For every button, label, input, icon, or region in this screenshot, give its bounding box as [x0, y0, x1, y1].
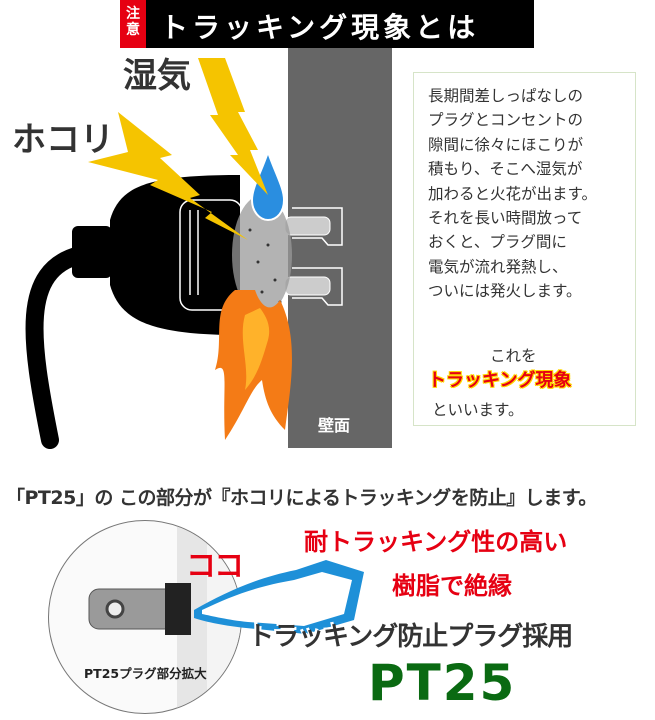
feature-line-1: 耐トラッキング性の高い: [304, 528, 568, 556]
feature-line-2: 樹脂で絶縁: [392, 572, 512, 600]
dust-cloud-icon: [232, 195, 292, 315]
plug-prongs-icon: [284, 207, 343, 306]
pointing-hand-icon: [194, 560, 364, 634]
explanation-box: [413, 72, 636, 426]
page-title: トラッキング現象とは: [160, 11, 480, 44]
pointer-label: ココ: [186, 549, 244, 584]
feature-line-3: トラッキング防止プラグ採用: [248, 622, 573, 652]
header-banner: [120, 0, 534, 48]
tracking-term-highlight: トラッキング現象: [428, 370, 572, 391]
caution-badge: 注 意: [120, 0, 146, 48]
explanation-text: 長期間差しっぱなしの プラグとコンセントの 隙間に徐々にほこりが 積もり、そこへ…: [428, 87, 597, 301]
model-name: PT25: [368, 654, 517, 712]
explanation-end: といいます。: [432, 401, 524, 419]
power-cord-icon: [25, 246, 89, 449]
moisture-label: 湿気: [123, 56, 191, 96]
moisture-bolt-icon: [198, 58, 268, 195]
plug-icon: [72, 175, 243, 335]
closeup-caption: PT25プラグ部分拡大: [84, 666, 207, 681]
wall-panel: [288, 48, 392, 448]
water-drop-icon: [250, 148, 286, 222]
wall-label: 壁面: [318, 416, 351, 435]
plug-tracking-illustration: [25, 58, 343, 449]
caution-badge-line1: 注: [126, 6, 140, 22]
dust-label: ホコリ: [12, 120, 114, 160]
explanation-kore: これを: [490, 347, 537, 365]
product-lead-text: 「PT25」の この部分が『ホコリによるトラッキングを防止』します。: [6, 487, 597, 509]
dust-bolt-icon: [88, 112, 248, 240]
caution-badge-line2: 意: [126, 22, 140, 38]
